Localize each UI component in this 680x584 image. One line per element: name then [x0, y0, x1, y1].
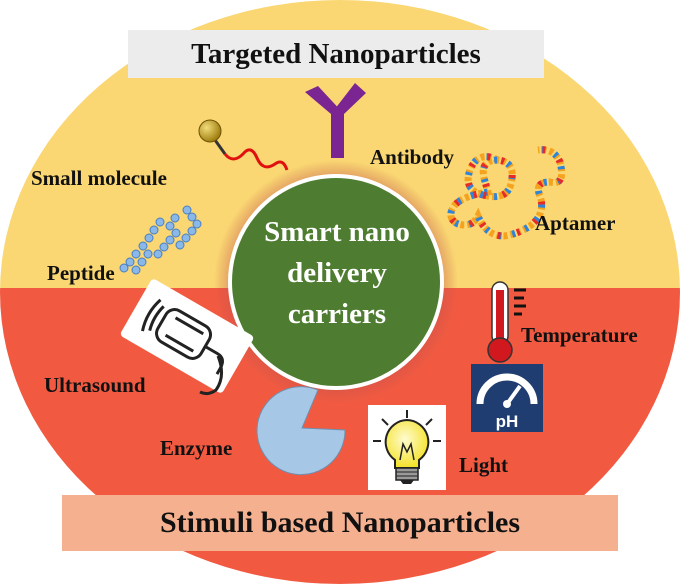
center-label-line2: delivery	[287, 257, 387, 289]
center-circle	[228, 174, 444, 390]
label-temperature: Temperature	[521, 323, 638, 347]
center-label-line1: Smart nano	[264, 216, 410, 248]
aptamer-icon	[447, 146, 566, 240]
antibody-icon	[305, 83, 366, 158]
label-small-molecule: Small molecule	[31, 166, 167, 190]
top-title: Targeted Nanoparticles	[128, 30, 544, 78]
small-molecule-icon	[198, 119, 289, 171]
label-aptamer: Aptamer	[535, 211, 616, 235]
enzyme-icon	[256, 386, 346, 476]
label-antibody: Antibody	[370, 145, 455, 169]
thermometer-icon	[487, 281, 526, 363]
center-label-line3: carriers	[287, 298, 387, 330]
ph-meter-icon	[471, 364, 543, 432]
ultrasound-icon	[120, 279, 254, 396]
center-label: Smart nano delivery carriers	[222, 212, 452, 335]
label-light: Light	[459, 453, 509, 477]
bottom-title: Stimuli based Nanoparticles	[62, 495, 618, 551]
label-peptide: Peptide	[47, 261, 115, 285]
light-bulb-icon	[368, 405, 446, 490]
ph-badge-text: pH	[496, 412, 519, 431]
label-enzyme: Enzyme	[160, 436, 233, 460]
peptide-icon	[119, 205, 202, 275]
label-ultrasound: Ultrasound	[44, 373, 146, 397]
